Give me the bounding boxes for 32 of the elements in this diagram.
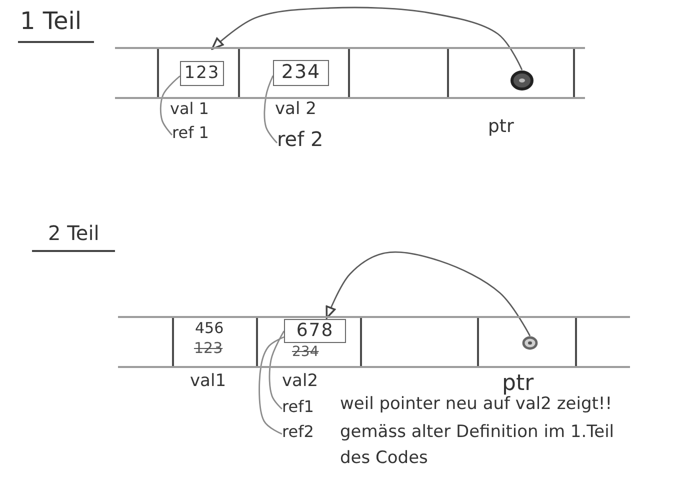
pointer-dot-icon — [510, 70, 534, 91]
boxed-value: 123 — [180, 61, 224, 86]
memory-cell — [447, 49, 575, 97]
note-text: weil pointer neu auf val2 zeigt!! — [340, 395, 612, 415]
memory-cell — [477, 318, 577, 366]
leader-line — [160, 75, 180, 136]
boxed-value: 234 — [273, 60, 329, 86]
section-heading: 2 Teil — [32, 222, 116, 252]
pointer-dot-icon — [522, 336, 538, 350]
reference-label: ref 1 — [172, 124, 222, 146]
variable-label: val 2 — [275, 100, 316, 120]
boxed-value: 678 — [284, 319, 346, 343]
note-text: gemäss alter Definition im 1.Teil des Codes — [340, 421, 616, 470]
variable-label: ptr — [502, 371, 534, 396]
variable-label: val1 — [190, 372, 226, 392]
memory-strip — [115, 47, 585, 99]
variable-label: ptr — [488, 117, 514, 138]
reference-label: ref1 — [282, 398, 326, 420]
reference-label: ref2 — [282, 423, 326, 445]
variable-label: val2 — [282, 372, 318, 392]
section-heading: 1 Teil — [18, 8, 94, 43]
variable-label: val 1 — [170, 100, 209, 118]
leader-line — [258, 336, 284, 435]
struck-value: 123 — [194, 340, 223, 358]
reference-label: ref 2 — [277, 128, 339, 155]
pointer-arrow — [211, 6, 523, 70]
struck-value: 234 — [292, 344, 319, 360]
memory-strip — [118, 316, 630, 368]
pointer-arrow — [326, 251, 531, 336]
value-text: 456 — [195, 320, 224, 338]
leader-line — [268, 330, 285, 410]
leader-line — [264, 75, 278, 144]
